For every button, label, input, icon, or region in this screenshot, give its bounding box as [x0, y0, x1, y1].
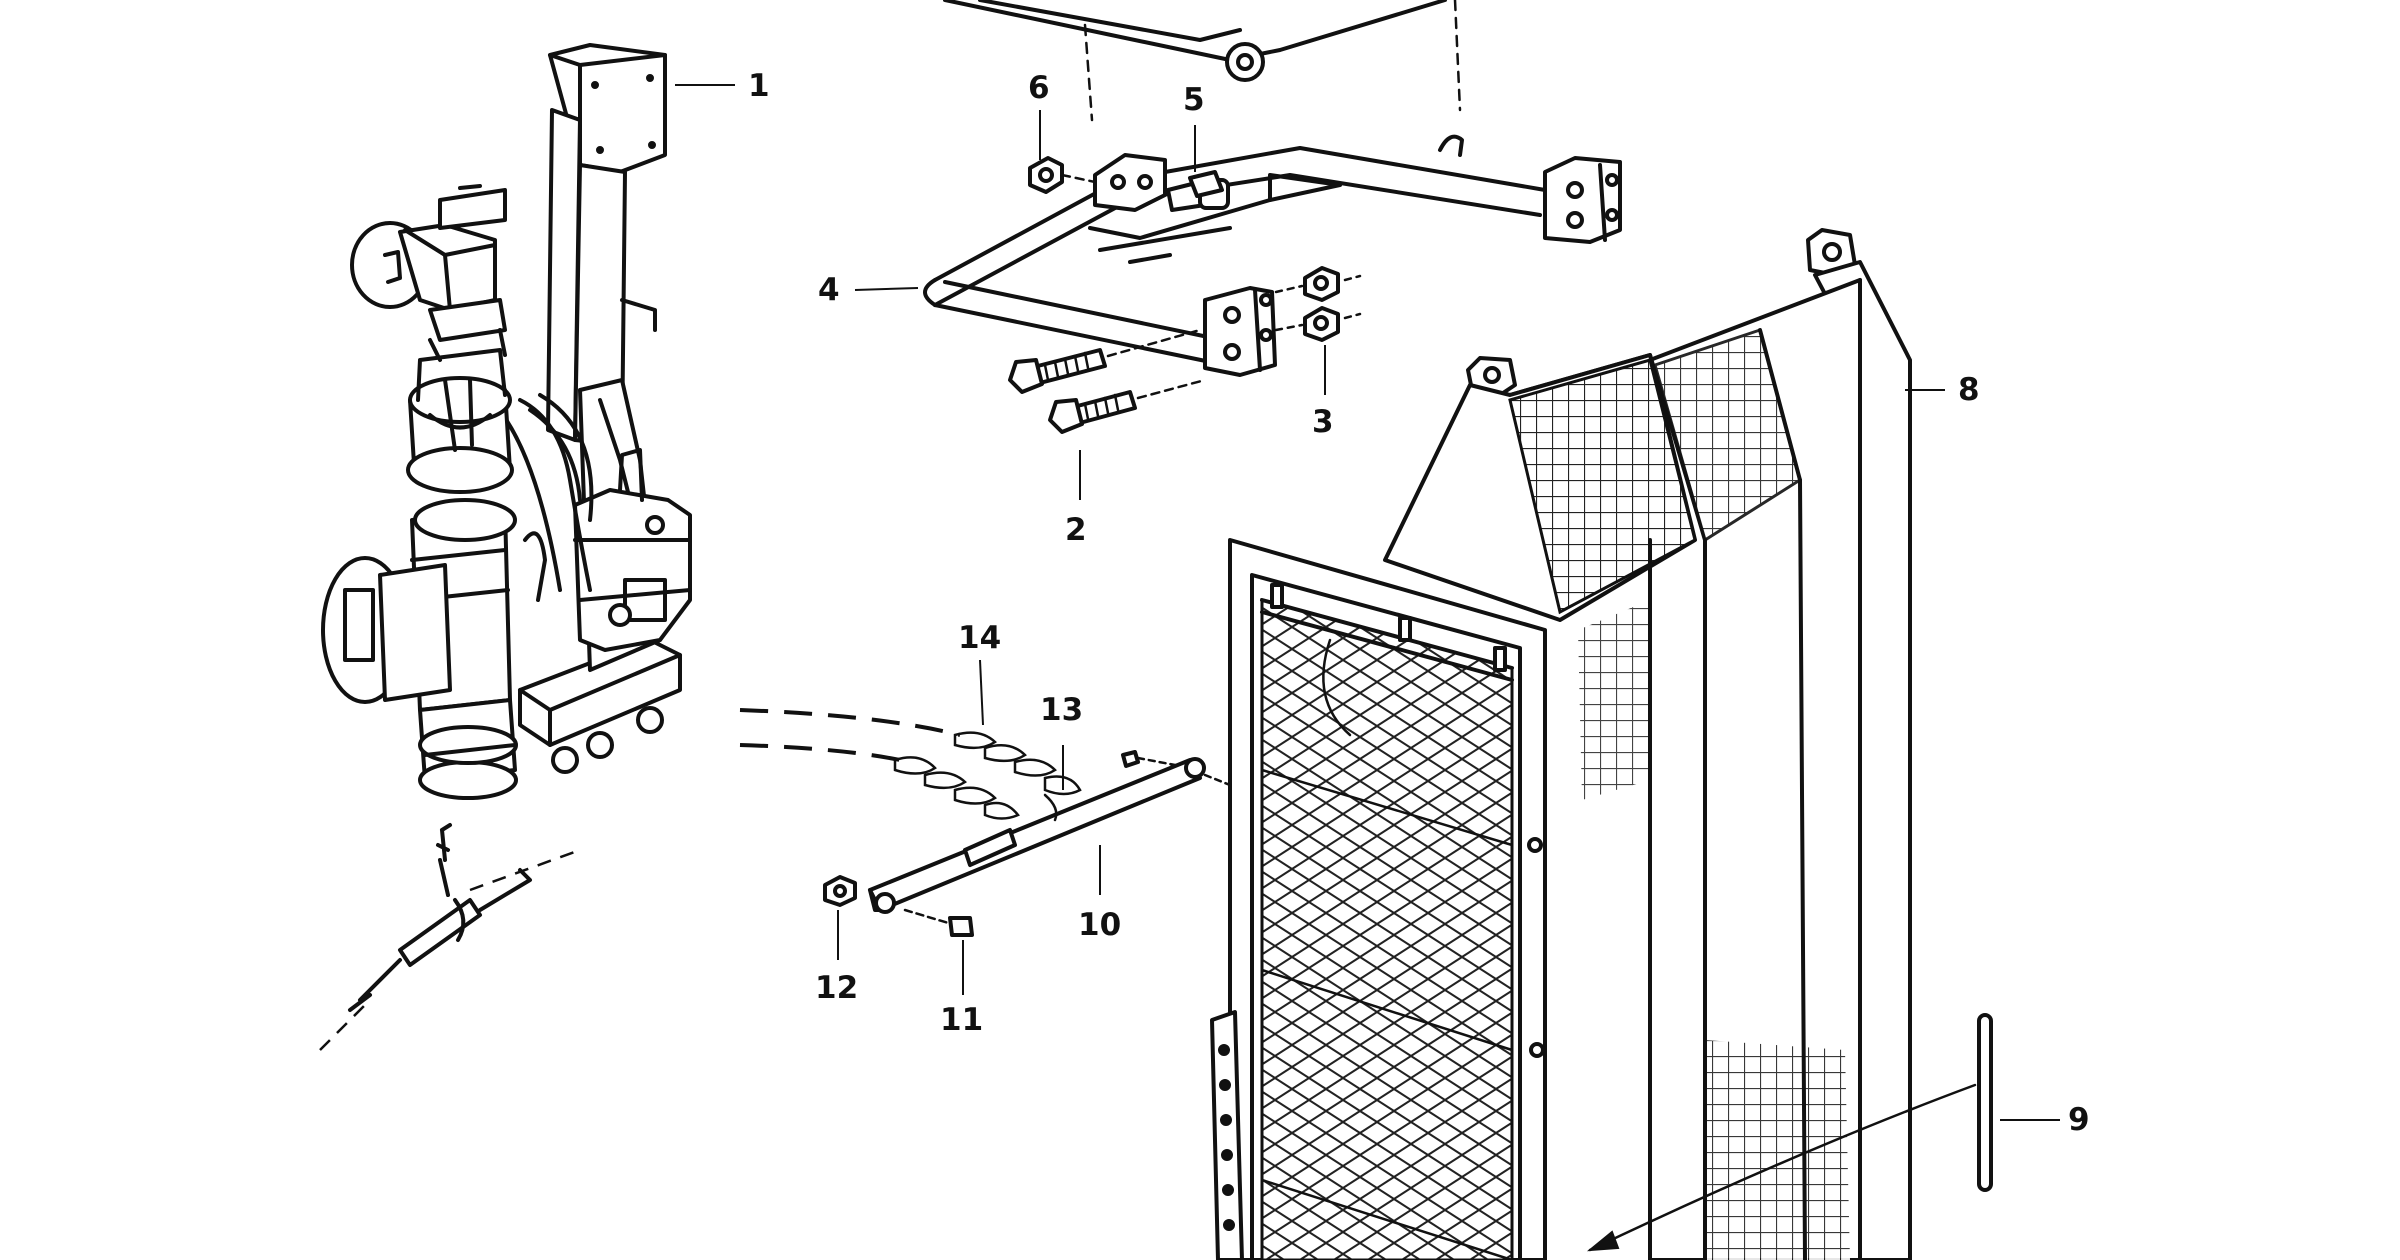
- mesh-guard-part-8: [1210, 228, 1912, 1260]
- callout-10: 10: [1078, 907, 1121, 943]
- chains-part-13-14: [739, 708, 1082, 822]
- bolts-part-2: [1008, 328, 1207, 434]
- nuts-part-3: [1274, 266, 1362, 342]
- clip-part-11: [903, 908, 974, 937]
- callout-5: 5: [1183, 82, 1205, 118]
- callout-9: 9: [2068, 1102, 2090, 1138]
- unit-assembly-part-1: [319, 43, 692, 1051]
- bracket-frame-part-4: [923, 146, 1622, 377]
- callout-13: 13: [1040, 692, 1083, 728]
- callout-12: 12: [815, 970, 858, 1006]
- callout-6: 6: [1028, 70, 1050, 106]
- callout-4: 4: [818, 272, 840, 308]
- callout-11: 11: [940, 1002, 983, 1038]
- pin-part-9: [1586, 1013, 1993, 1252]
- support-bar-part-10: [868, 750, 1232, 914]
- callout-8: 8: [1958, 372, 1980, 408]
- callout-1: 1: [748, 68, 770, 104]
- callout-2: 2: [1065, 512, 1087, 548]
- top-frame: [943, 0, 1464, 157]
- nut-part-12: [823, 875, 857, 907]
- leader-lines: [675, 84, 2060, 1121]
- callout-14: 14: [958, 620, 1001, 656]
- callout-labels: 1 2 3 4 5 6 8 9 10 11 12 13 14: [748, 68, 2090, 1138]
- callout-3: 3: [1312, 404, 1334, 440]
